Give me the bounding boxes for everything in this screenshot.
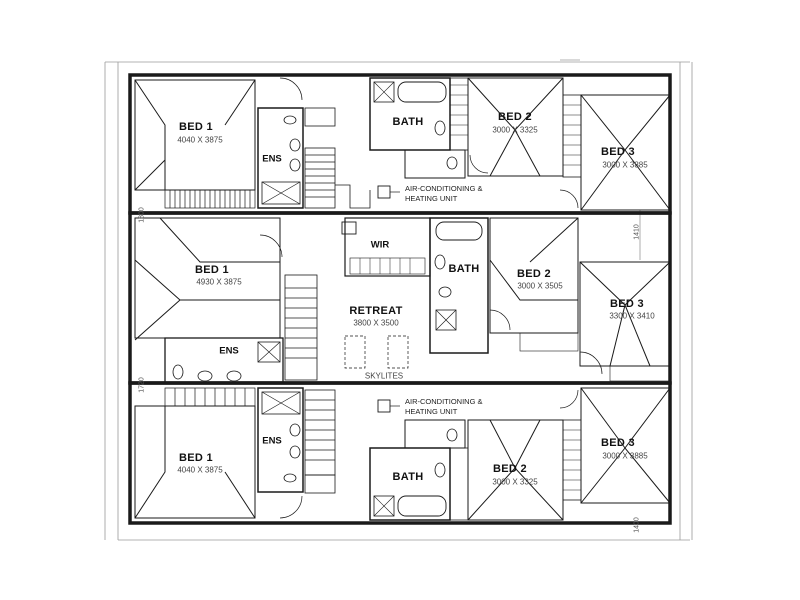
unit-2-bath-label: BATH: [448, 263, 480, 275]
unit-2-bath: [429, 217, 489, 354]
unit-1-bed3-room: [580, 94, 671, 211]
unit-2-bed2-label: BED 2: [517, 268, 551, 280]
unit-1-ac-note-line2: HEATING UNIT: [405, 194, 458, 203]
unit-2-bed1-dimensions: 4930 X 3875: [196, 277, 242, 287]
unit-1-bed1-room: [134, 79, 256, 191]
unit-1-ac-note-line1: AIR-CONDITIONING &: [405, 184, 483, 193]
unit-1-bath: [369, 77, 466, 179]
dimension-lines: [104, 59, 693, 541]
unit-2-bed2-room: [489, 217, 579, 352]
unit-2: [128, 211, 672, 385]
side-dimension-mark: 1400: [633, 517, 641, 533]
unit-2-bed3-label: BED 3: [610, 298, 644, 310]
unit-1-bed2-dimensions: 3000 X 3325: [492, 125, 538, 135]
unit-1-bed3-dimensions: 3000 X 3885: [602, 160, 648, 170]
unit-1-bed2-label: BED 2: [498, 111, 532, 123]
unit-3-ensuite: [257, 387, 304, 493]
unit-3-bed1-dimensions: 4040 X 3875: [177, 465, 223, 475]
unit-3-bed1-room: [134, 405, 256, 519]
unit-1-ensuite: [257, 107, 304, 209]
unit-2-bed1-label: BED 1: [195, 264, 229, 276]
unit-3-robe: [164, 387, 256, 407]
side-dimension-mark: 1800: [138, 207, 146, 223]
unit-1-bed3-label: BED 3: [601, 146, 635, 158]
unit-1-robe: [164, 189, 256, 209]
side-dimension-mark: 1410: [633, 224, 641, 240]
unit-3-bed3-dimensions: 3000 X 3885: [602, 451, 648, 461]
unit-2-retreat-dimensions: 3800 X 3500: [353, 318, 399, 328]
unit-3-ens-label: ENS: [262, 435, 282, 447]
unit-2-bed2-dimensions: 3000 X 3505: [517, 281, 563, 291]
unit-2-ens-label: ENS: [219, 345, 239, 357]
unit-2-bed3-room: [579, 261, 671, 382]
unit-2-bed3-dimensions: 3300 X 3410: [609, 311, 655, 321]
unit-3-ac-note-line2: HEATING UNIT: [405, 407, 458, 416]
unit-2-wir-label: WIR: [370, 239, 390, 251]
unit-3-bed3-label: BED 3: [601, 437, 635, 449]
unit-3-bed3-room: [580, 387, 671, 504]
unit-2-skylites: [344, 335, 409, 369]
unit-3: [128, 381, 672, 525]
unit-3-bath-label: BATH: [392, 471, 424, 483]
unit-3-bed2-dimensions: 3000 X 3325: [492, 477, 538, 487]
unit-3-ac-note-line1: AIR-CONDITIONING &: [405, 397, 483, 406]
unit-1-stairs: [304, 107, 371, 209]
unit-3-bath: [369, 419, 466, 521]
unit-2-stairs: [284, 274, 318, 381]
unit-1-bath-label: BATH: [392, 116, 424, 128]
unit-1-bed1-label: BED 1: [179, 121, 213, 133]
unit-1-bed1-dimensions: 4040 X 3875: [177, 135, 223, 145]
unit-1-ens-label: ENS: [262, 153, 282, 165]
side-dimension-mark: 1720: [138, 377, 146, 393]
unit-2-retreat-label: RETREAT: [349, 305, 403, 317]
unit-1: [128, 73, 672, 215]
unit-3-bed2-label: BED 2: [493, 463, 527, 475]
unit-3-bed1-label: BED 1: [179, 452, 213, 464]
unit-2-skylites-label: SKYLITES: [364, 371, 404, 381]
unit-3-stairs: [304, 389, 336, 494]
